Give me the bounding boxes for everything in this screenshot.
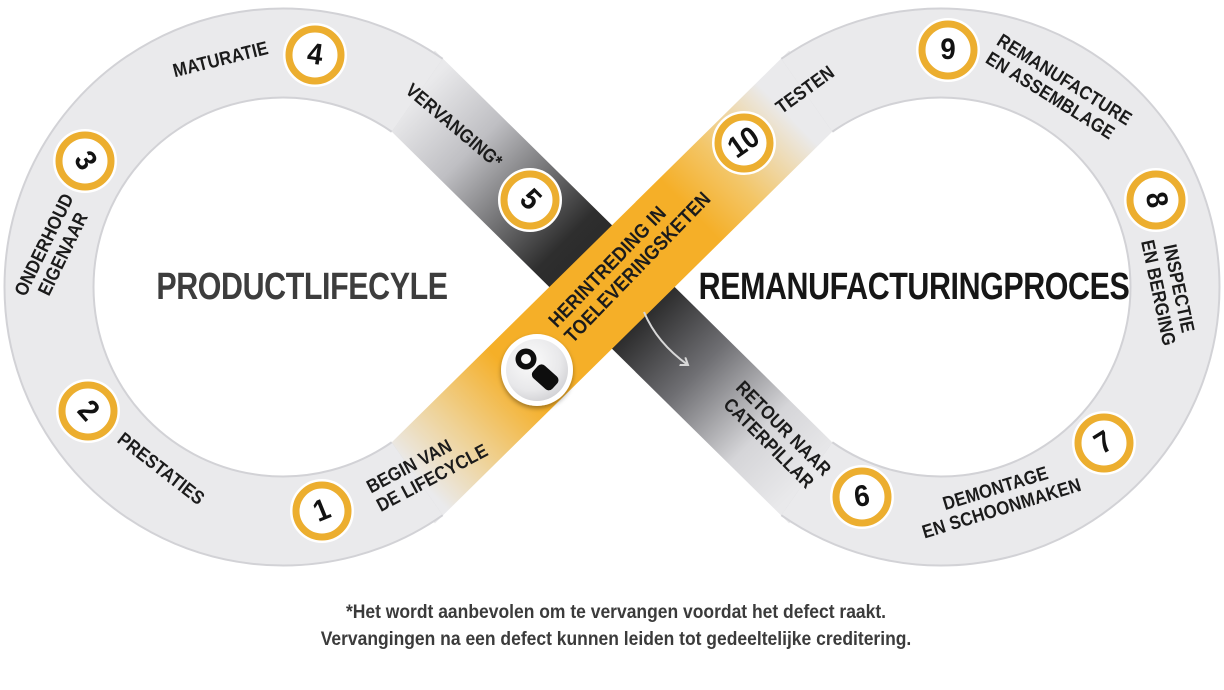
step-number-9: 9 xyxy=(940,33,956,66)
left-loop-title: PRODUCTLIFECYLE xyxy=(156,266,448,308)
footnote-line-1: *Het wordt aanbevolen om te vervangen vo… xyxy=(345,602,887,623)
step-circle-2 xyxy=(56,379,120,443)
step-circle-5 xyxy=(498,168,562,232)
step-circle-4 xyxy=(283,23,347,87)
step-circle-9 xyxy=(916,18,980,82)
footnote-line-2: Vervangingen na een defect kunnen leiden… xyxy=(320,628,912,650)
step-circle-3 xyxy=(53,129,117,193)
step-circles xyxy=(53,18,1188,543)
step-circle-6 xyxy=(830,465,894,529)
footnote: *Het wordt aanbevolen om te vervangen vo… xyxy=(321,600,912,653)
arrow-down-right-icon xyxy=(643,311,688,365)
step-circle-10 xyxy=(712,111,776,175)
left-loop-ring xyxy=(5,9,443,565)
step-circle-1 xyxy=(290,479,354,543)
connecting-rod-icon xyxy=(515,348,559,391)
center-icon-badge xyxy=(501,334,573,406)
step-circle-8 xyxy=(1124,168,1188,232)
step-circle-7 xyxy=(1072,411,1136,475)
right-loop-title: REMANUFACTURINGPROCES xyxy=(698,266,1130,308)
